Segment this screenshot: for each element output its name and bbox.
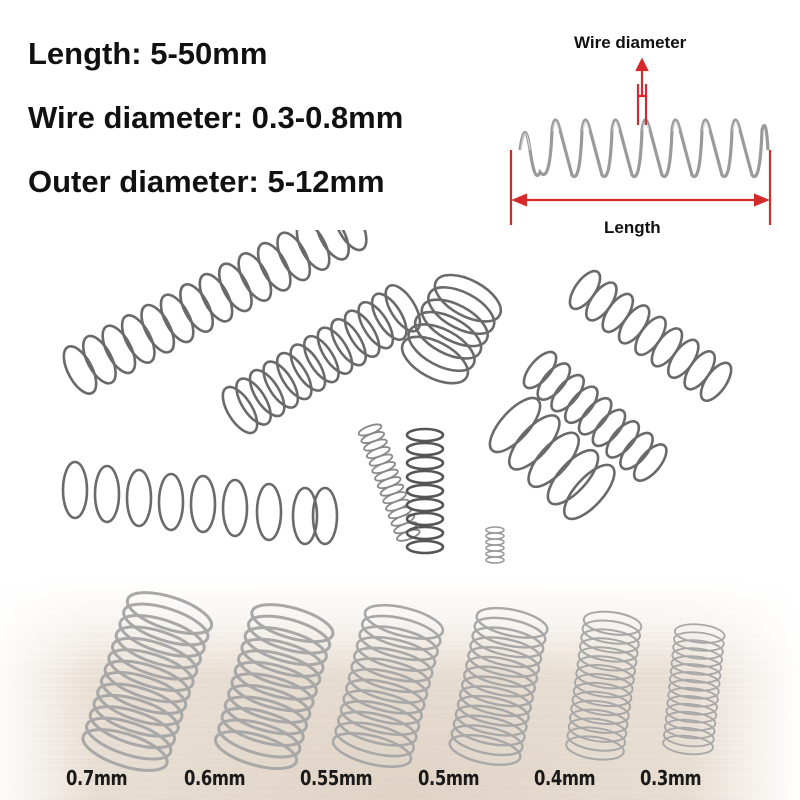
springs-assortment-image xyxy=(40,201,760,570)
spec-length: Length: 5-50mm xyxy=(28,36,268,71)
spec-wire-diameter: Wire diameter: 0.3-0.8mm xyxy=(28,100,404,135)
wire-diameter-label: Wire diameter xyxy=(574,33,687,52)
size-label: 0.6mm xyxy=(184,766,246,790)
size-label: 0.5mm xyxy=(418,766,480,790)
size-label: 0.55mm xyxy=(300,766,373,790)
dimension-diagram: Wire diameter Length xyxy=(500,0,800,250)
spring-assortment-icon xyxy=(61,201,733,564)
spring-diagram-icon xyxy=(509,57,772,225)
size-label: 0.4mm xyxy=(534,766,596,790)
length-label: Length xyxy=(604,218,661,237)
size-label: 0.3mm xyxy=(640,766,702,790)
size-label: 0.7mm xyxy=(66,766,128,790)
size-comparison-springs-icon xyxy=(81,591,726,772)
wire-size-labels: 0.7mm 0.6mm 0.55mm 0.5mm 0.4mm 0.3mm xyxy=(0,766,800,800)
spec-outer-diameter: Outer diameter: 5-12mm xyxy=(28,164,385,199)
spec-list: Length: 5-50mm Wire diameter: 0.3-0.8mm … xyxy=(28,38,403,230)
wire-size-comparison xyxy=(0,580,800,800)
